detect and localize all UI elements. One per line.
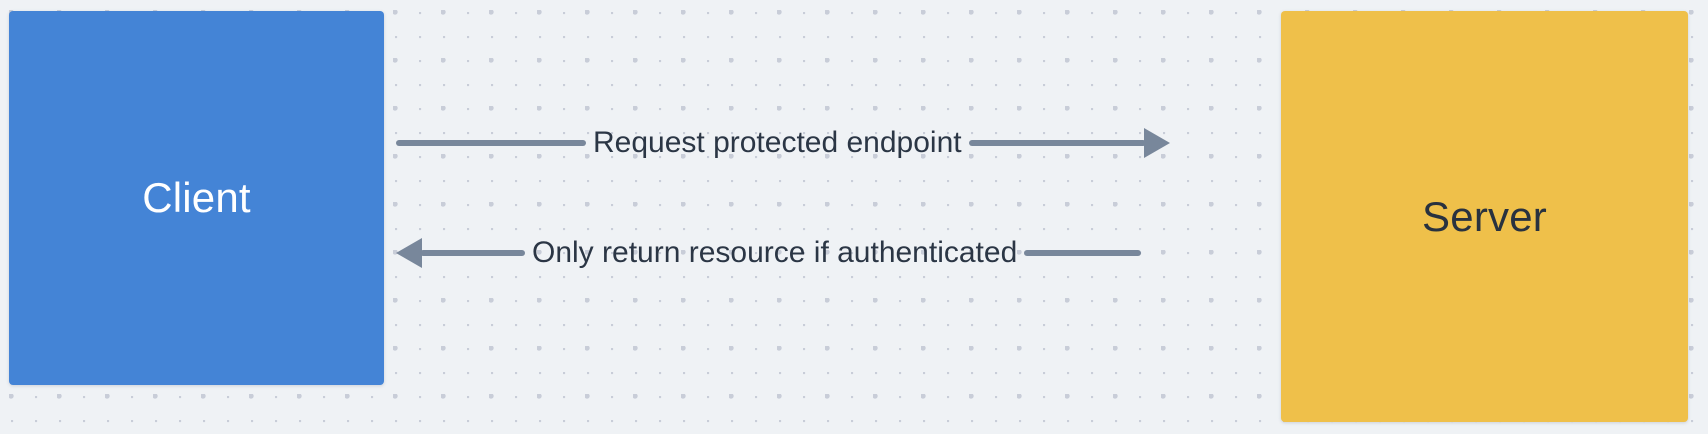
arrow-line-left-segment: [420, 250, 525, 256]
node-client[interactable]: Client: [9, 11, 384, 385]
node-server-label: Server: [1422, 192, 1547, 240]
arrow-line-right-segment: [968, 140, 1146, 146]
message-request-label: Request protected endpoint: [593, 126, 962, 159]
message-request[interactable]: Request protected endpoint: [396, 123, 1170, 163]
arrow-line-right-segment: [1024, 250, 1142, 256]
node-client-label: Client: [142, 174, 251, 221]
message-response[interactable]: Only return resource if authenticated: [396, 233, 1142, 273]
arrowhead-left-icon: [396, 238, 422, 268]
arrow-line-left-segment: [396, 140, 586, 146]
arrowhead-right-icon: [1143, 128, 1170, 158]
node-server[interactable]: Server: [1281, 11, 1688, 422]
message-response-label: Only return resource if authenticated: [532, 236, 1018, 269]
